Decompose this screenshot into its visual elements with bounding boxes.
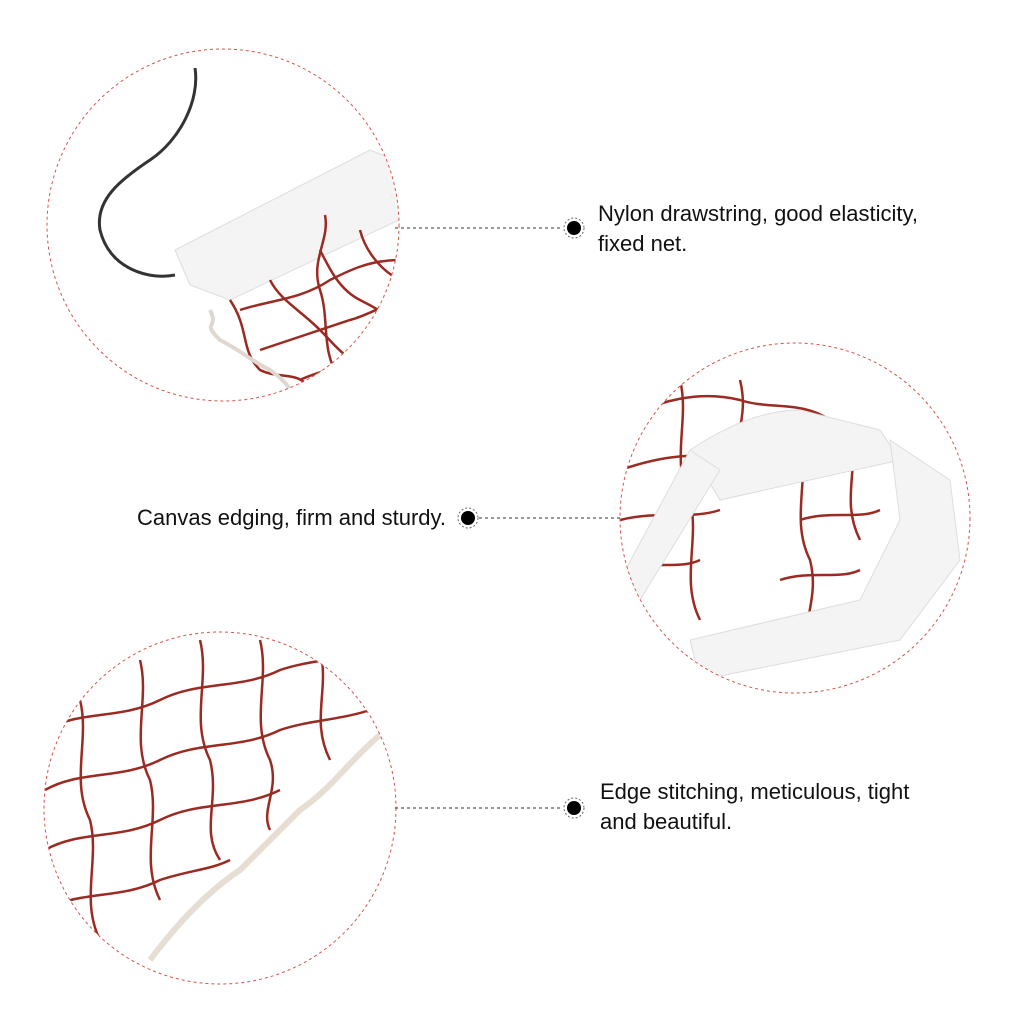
callout-connector-3 [395,797,585,819]
callout-drawstring-line2: fixed net. [598,231,688,256]
callout-connector-1 [395,217,585,239]
callout-connector-2 [457,507,621,529]
callout-stitching-line1: Edge stitching, meticulous, tight [600,779,910,804]
callout-stitching-line2: and beautiful. [600,809,733,834]
callout-drawstring: Nylon drawstring, good elasticity, fixed… [598,199,918,259]
callout-drawstring-line1: Nylon drawstring, good elasticity, [598,201,918,226]
callout-canvas-line1: Canvas edging, firm and sturdy. [137,505,446,530]
detail-circle-canvas-edging [619,342,971,694]
detail-circle-drawstring [46,48,400,402]
callout-canvas-edging: Canvas edging, firm and sturdy. [137,503,446,533]
callout-edge-stitching: Edge stitching, meticulous, tight and be… [600,777,909,837]
detail-circle-edge-stitching [43,631,397,985]
